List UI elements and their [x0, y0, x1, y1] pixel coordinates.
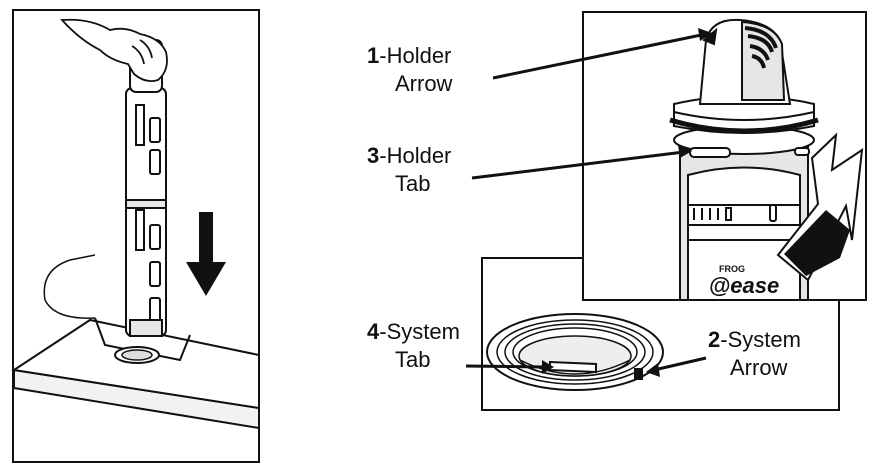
- callout-line2: Tab: [395, 347, 431, 372]
- cartridge-left: [125, 39, 167, 337]
- callout-line1: -System: [720, 327, 801, 352]
- callout-number: 4: [367, 319, 380, 344]
- holder-body: [679, 139, 809, 301]
- holder-tab-leader: [471, 150, 685, 180]
- brand-label: FROG: [719, 264, 745, 274]
- callout-line2: Arrow: [730, 355, 788, 380]
- product-label: @ease: [709, 273, 779, 298]
- callout-number: 3: [367, 143, 380, 168]
- callout-line1: -Holder: [379, 43, 452, 68]
- holder-rim: [669, 95, 819, 158]
- down-arrow-icon: [186, 212, 226, 296]
- system-closeup-frame: [481, 257, 840, 411]
- hand-illustration: [60, 18, 168, 83]
- callout-line1: -System: [379, 319, 460, 344]
- system-opening-large: [486, 313, 664, 391]
- rotate-arrow-icon: [776, 132, 864, 282]
- system-arrow-leader: [653, 356, 707, 372]
- system-tab-leader: [465, 364, 547, 369]
- tub-surface: [11, 254, 260, 430]
- callout-line2: Arrow: [395, 71, 453, 96]
- holder-arrow-leader: [492, 32, 707, 80]
- callout-number: 1: [367, 43, 380, 68]
- callout-line2: Tab: [395, 171, 431, 196]
- system-opening-small: [114, 346, 160, 364]
- holder-handle: [698, 18, 792, 105]
- left-panel: [11, 9, 260, 463]
- callout-holder-tab: 3-Holder Tab: [367, 142, 451, 198]
- callout-line1: -Holder: [379, 143, 452, 168]
- holder-closeup-panel: FROG @ease: [582, 11, 867, 301]
- callout-leaders: [465, 28, 712, 377]
- callout-system-tab: 4-System Tab: [367, 318, 460, 374]
- callout-holder-arrow: 1-Holder Arrow: [367, 42, 452, 98]
- callout-number: 2: [708, 327, 721, 352]
- callout-system-arrow: 2-System Arrow: [708, 326, 801, 382]
